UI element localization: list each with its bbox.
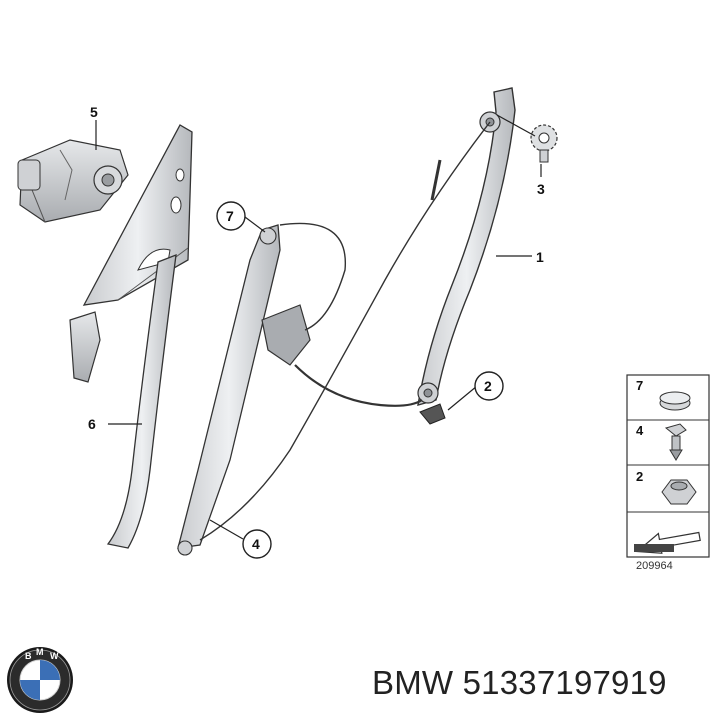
callout-2: 2 [484,378,492,394]
diagram-id-number: 209964 [636,560,673,572]
callout-5: 5 [90,104,98,120]
brand-name: BMW [372,664,454,701]
parts-legend: 7 4 2 [626,374,710,558]
gear-part [530,124,558,163]
carrier-rail-part [177,121,491,556]
bmw-logo-icon: B M W [7,647,73,713]
guide-rail-part [69,124,193,549]
cap-icon [659,391,691,411]
part-number-caption: BMW 51337197919 [372,664,667,702]
callout-1: 1 [536,249,544,265]
legend-label-4: 4 [636,423,644,438]
callout-4: 4 [252,536,260,552]
svg-text:W: W [50,651,59,661]
leader-lines [95,114,542,540]
svg-text:B: B [25,651,32,661]
arrow-direction-icon [634,531,701,554]
callout-4-circle [242,529,272,559]
legend-label-2: 2 [636,469,643,484]
callout-3: 3 [537,181,545,197]
motor-part [17,139,129,223]
regulator-rail-part [417,87,516,425]
callout-2-circle [474,371,504,401]
nut-icon [661,479,697,505]
callout-6: 6 [88,416,96,432]
clip-icon [664,423,687,461]
part-number: 51337197919 [462,664,667,701]
callout-7: 7 [226,208,234,224]
callout-7-circle [216,201,246,231]
legend-label-7: 7 [636,378,643,393]
svg-text:M: M [36,647,44,657]
